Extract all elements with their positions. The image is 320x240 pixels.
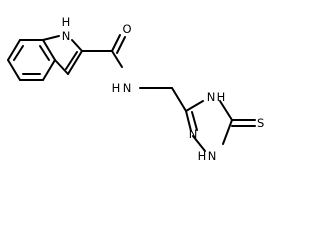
molecule-structure: H N O N H N H N N H S xyxy=(7,15,264,163)
bond xyxy=(111,50,123,68)
bond xyxy=(54,59,69,75)
bond xyxy=(191,111,198,131)
thione-group xyxy=(231,119,256,127)
triazole-n1-hydrogen: H xyxy=(198,149,207,163)
amide-nitrogen: N xyxy=(123,81,132,95)
bond xyxy=(7,39,21,61)
molecule-diagram: H N O N H N H N N H S xyxy=(7,15,264,163)
bond xyxy=(7,59,21,81)
bond xyxy=(42,39,56,61)
thione-sulfur: S xyxy=(257,116,264,130)
triazole-n1: N xyxy=(208,149,217,163)
bond xyxy=(219,100,233,121)
carbonyl-oxygen: O xyxy=(122,22,131,36)
bond xyxy=(185,110,192,132)
triazole-n4: N xyxy=(207,90,216,104)
bond xyxy=(171,87,187,112)
benzene-ring xyxy=(7,39,56,81)
bond xyxy=(42,59,56,81)
triazole-n2: N xyxy=(189,127,198,141)
amide-hydrogen: H xyxy=(112,81,121,95)
bond xyxy=(222,119,233,145)
bond xyxy=(116,36,126,54)
bond xyxy=(111,34,121,52)
methylene-linker xyxy=(139,87,187,112)
bond xyxy=(185,100,204,112)
bond xyxy=(67,50,83,75)
pyrrole-ring xyxy=(42,35,83,75)
bond xyxy=(65,51,78,70)
bond xyxy=(71,39,83,52)
bond xyxy=(13,45,24,61)
triazole-ring xyxy=(185,100,233,152)
bond xyxy=(42,35,60,41)
amide-group xyxy=(81,34,126,68)
indole-nitrogen: N xyxy=(62,29,71,43)
bond xyxy=(39,45,50,61)
triazole-n4-hydrogen: H xyxy=(217,90,226,104)
indole-nh-hydrogen: H xyxy=(62,15,71,29)
bond xyxy=(192,135,206,152)
